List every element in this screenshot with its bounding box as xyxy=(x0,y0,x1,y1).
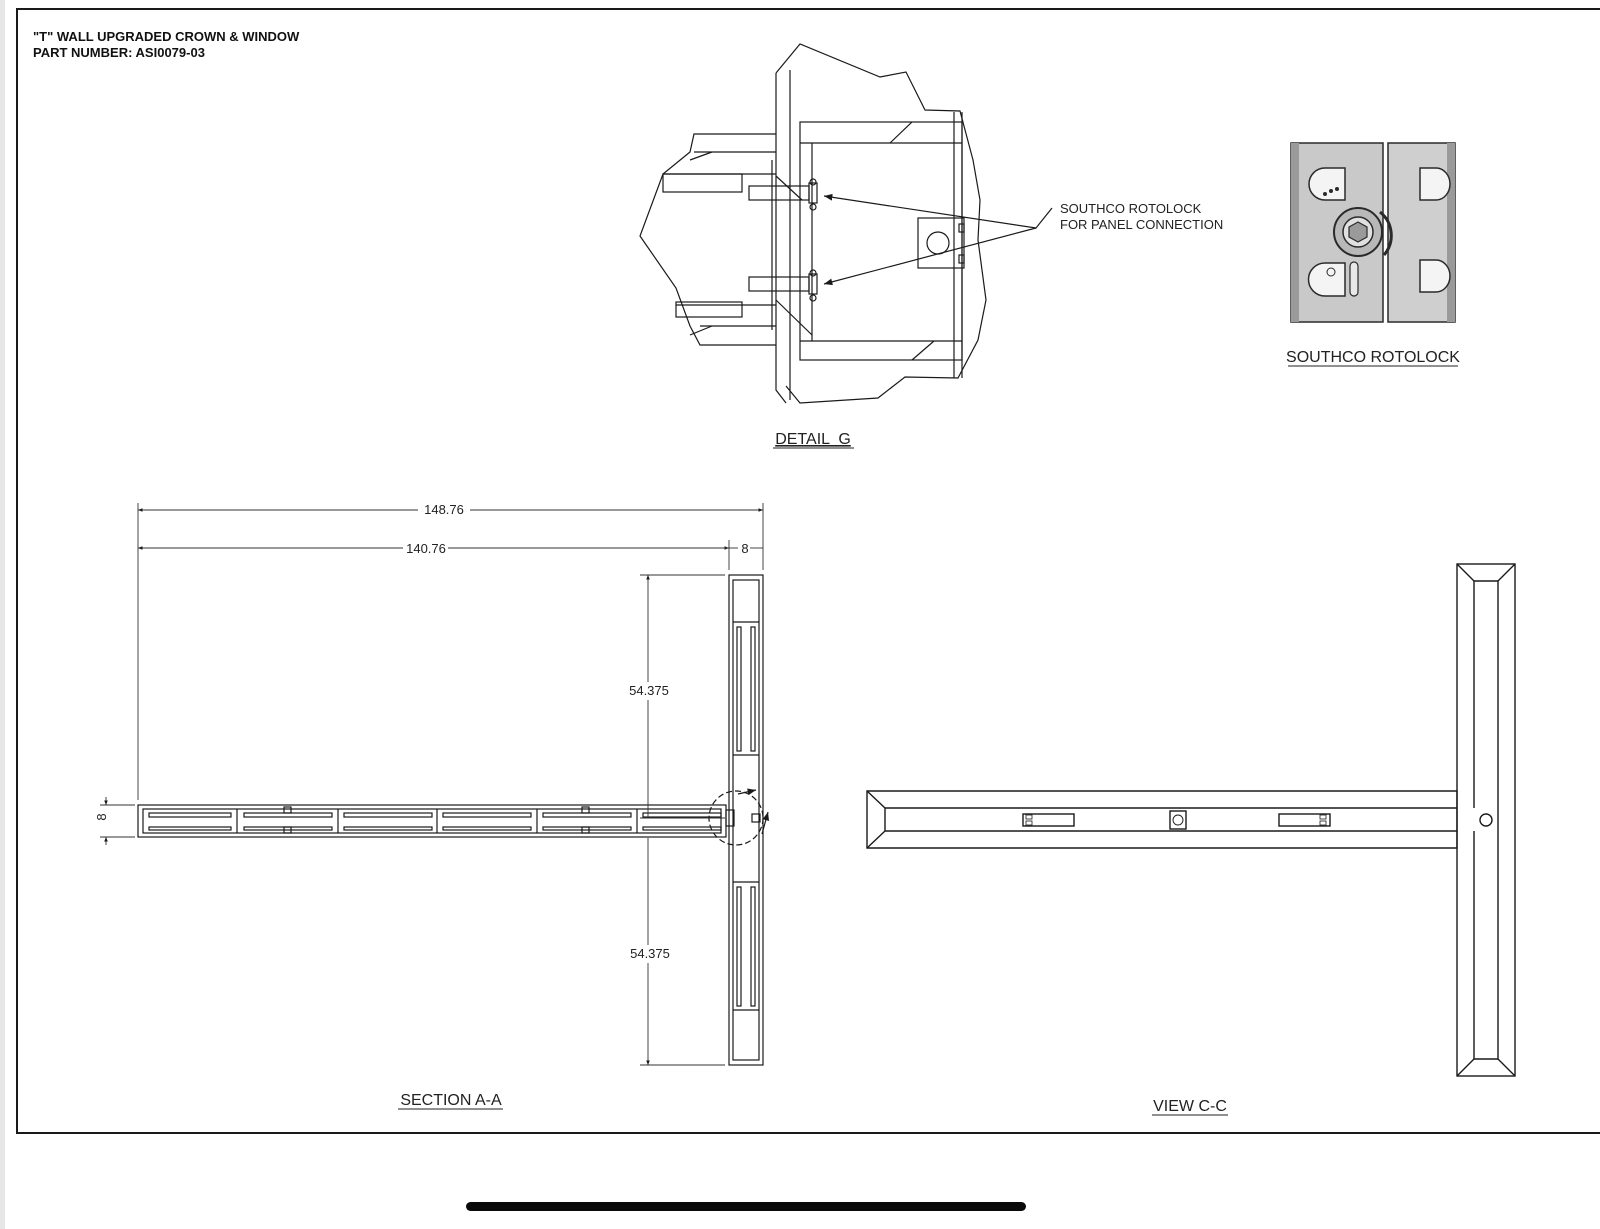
dim-arm-height: 8 xyxy=(94,813,109,820)
drawing-title: "T" WALL UPGRADED CROWN & WINDOW xyxy=(33,29,300,44)
view-cc-label: VIEW C-C xyxy=(1153,1098,1227,1115)
rotolock-illustration xyxy=(1290,142,1456,323)
part-number: PART NUMBER: ASI0079-03 xyxy=(33,45,205,60)
detail-g-callout-line-2: FOR PANEL CONNECTION xyxy=(1060,217,1223,232)
section-aa-label: SECTION A-A xyxy=(400,1092,502,1109)
section-aa-dimensions xyxy=(100,503,764,1066)
drawing-border xyxy=(16,8,1600,1134)
view-cc-view xyxy=(866,563,1516,1077)
dim-upper-post: 54.375 xyxy=(629,683,669,698)
rotolock-label: SOUTHCO ROTOLOCK xyxy=(1286,349,1460,366)
detail-g-label: DETAIL G xyxy=(775,431,851,448)
home-indicator-bar[interactable] xyxy=(466,1202,1026,1211)
dim-arm-length: 140.76 xyxy=(406,541,446,556)
detail-g-view xyxy=(639,43,1053,404)
dim-overall-width: 148.76 xyxy=(424,502,464,517)
dim-lower-post: 54.375 xyxy=(630,946,670,961)
section-aa-view xyxy=(137,574,770,1066)
page-edge-shadow xyxy=(0,0,5,1229)
detail-g-callout-line-1: SOUTHCO ROTOLOCK xyxy=(1060,201,1202,216)
dim-post-width: 8 xyxy=(741,541,748,556)
